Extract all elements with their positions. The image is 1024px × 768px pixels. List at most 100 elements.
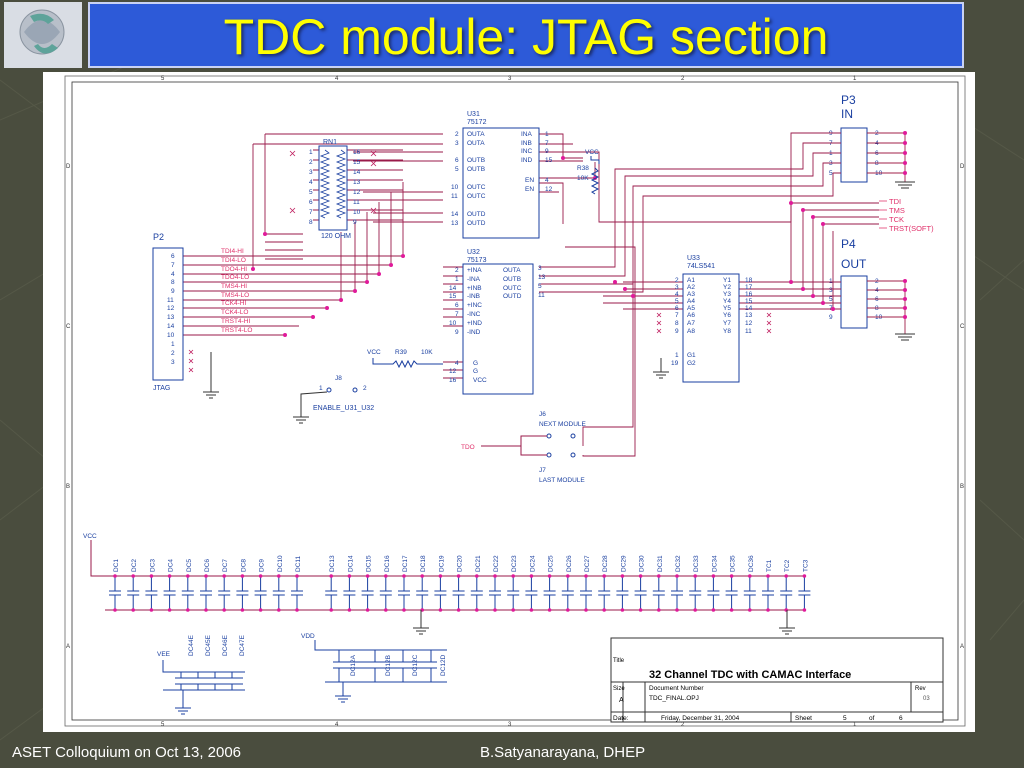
title-block-title-label: Title xyxy=(613,658,625,664)
u33-pin-label: A5 xyxy=(687,305,695,312)
dc-junction-dot xyxy=(222,608,226,612)
rn1-pin: 10 xyxy=(353,209,361,216)
rn1-zigzag-icon xyxy=(319,149,331,219)
u33-pin: 1 xyxy=(675,352,679,359)
dc-junction-dot xyxy=(547,608,552,612)
dc-cap-label: DC23 xyxy=(511,555,518,572)
vdd-cap-label: DC12A xyxy=(350,654,357,676)
slide-title-bar: TDC module: JTAG section xyxy=(88,2,964,68)
footer-event-text: ASET Colloquium on Oct 13, 2006 xyxy=(12,744,242,761)
dc-junction-dot xyxy=(693,608,697,612)
rn1-pin: 3 xyxy=(309,169,313,176)
title-block-title: 32 Channel TDC with CAMAC Interface xyxy=(649,669,851,681)
vee-label: VEE xyxy=(157,651,171,658)
dc-cap-label: DC1 xyxy=(113,559,120,572)
u32-pin-label: +INB xyxy=(467,285,482,292)
p2-pin: 2 xyxy=(171,350,175,357)
u33-pin: 9 xyxy=(675,328,679,335)
p2-pin: 12 xyxy=(167,305,175,312)
p4-pin-left: 9 xyxy=(829,314,833,321)
u31-pin-label: IND xyxy=(521,157,533,164)
u33-buffer-chip: U33 74LS541 2 3 4 5 6 7 8 9 1 19 A1 A2 A… xyxy=(653,255,772,383)
j8-label: ENABLE_U31_U32 xyxy=(313,405,374,412)
p2-signal: TMS4-LO xyxy=(221,292,249,299)
dc-capacitor-icon xyxy=(762,576,774,610)
dc-junction-dot xyxy=(566,574,570,578)
u32-pin-label: -INA xyxy=(467,276,481,283)
col-mark-top-4: 2 xyxy=(681,76,685,82)
u31-pin-label: INC xyxy=(521,148,533,155)
u32-pin: 12 xyxy=(449,368,457,375)
dc-junction-dot xyxy=(258,608,263,612)
dc-junction-dot xyxy=(295,574,299,578)
rn1-pin: 15 xyxy=(353,159,361,166)
p4-pin-right: 4 xyxy=(875,287,879,294)
u33-pin: 12 xyxy=(745,320,753,327)
vdd-cap-label: DC12D xyxy=(440,654,447,676)
j7-label: LAST MODULE xyxy=(539,477,585,484)
dc-junction-dot xyxy=(511,574,515,578)
u32-pin-label: -INB xyxy=(467,293,480,300)
dc-junction-dot xyxy=(475,608,479,612)
title-block-size: A xyxy=(619,697,624,704)
p2-pin: 9 xyxy=(171,288,175,295)
dc-junction-dot xyxy=(167,574,172,578)
u32-pin-label: VCC xyxy=(473,377,487,384)
title-block-docnum: TDC_FINAL.OPJ xyxy=(649,695,699,702)
r38-resistor-icon xyxy=(590,167,600,195)
vdd-capacitor-bank: VDD DC12A DC12B DC12C DC12D xyxy=(301,633,447,703)
vee-cap-label: DC45E xyxy=(205,634,212,656)
p3-pin-right: 6 xyxy=(875,150,879,157)
jtag-schematic-diagram: 5 4 3 2 1 5 4 3 2 1 D C B A D C B A P3 I… xyxy=(64,75,966,728)
u31-pin: 1 xyxy=(545,131,549,138)
dc-cap-label: DC33 xyxy=(693,555,700,572)
col-mark-bottom-5: 1 xyxy=(853,722,857,728)
u31-ref: U31 xyxy=(467,111,480,118)
schematic-title-block: Title 32 Channel TDC with CAMAC Interfac… xyxy=(610,637,944,723)
dc-junction-dot xyxy=(438,608,443,612)
dc-junction-dot xyxy=(277,574,281,578)
r38-pullup: VCC R38 10K xyxy=(577,149,600,195)
u33-pin-label: A8 xyxy=(687,328,695,335)
p3-pin-right: 8 xyxy=(875,160,879,167)
dc-capacitor-icon xyxy=(325,576,338,610)
slide-title: TDC module: JTAG section xyxy=(223,9,829,65)
p2-signal: TRST4-LO xyxy=(221,327,252,334)
frame-outer xyxy=(64,75,966,727)
title-block-docnum-label: Document Number xyxy=(649,685,704,692)
dc-capacitor-icon xyxy=(379,576,392,610)
dc-junction-dot xyxy=(277,608,281,612)
p2-jtag-connector: P2 6 7 4 8 9 11 12 13 14 10 1 2 3 JTAG T… xyxy=(152,232,252,399)
u33-body xyxy=(682,273,740,383)
rn1-value: 120 OHM xyxy=(321,233,351,240)
dc-junction-dot xyxy=(493,574,497,578)
p2-signal: TRST4-HI xyxy=(221,318,250,325)
u33-pin: 2 xyxy=(675,277,679,284)
dc-capacitor-icon xyxy=(543,576,556,610)
dc-junction-dot xyxy=(149,608,154,612)
row-mark-left-3: B xyxy=(66,484,70,490)
dc-capacitor-icon xyxy=(109,576,121,610)
u33-pin-label: A2 xyxy=(687,284,695,291)
dc-junction-dot xyxy=(493,608,497,612)
rn1-pin: 16 xyxy=(353,149,361,156)
dc-capacitor-icon xyxy=(725,576,738,610)
dc-cap-label: DC14 xyxy=(347,555,354,572)
dc-junction-dot xyxy=(602,574,606,578)
u33-pin-label: Y6 xyxy=(723,312,731,319)
signal-tms: TMS xyxy=(889,206,905,215)
dc-junction-dot xyxy=(384,574,388,578)
col-mark-bottom-1: 5 xyxy=(161,722,165,728)
dc-junction-dot xyxy=(657,574,661,578)
dc-junction-dot xyxy=(638,608,643,612)
dc-cap-label: DC20 xyxy=(457,555,464,572)
dc-junction-dot xyxy=(511,608,515,612)
p3-ref: P3 xyxy=(841,93,856,107)
u32-pin-label: OUTC xyxy=(503,285,522,292)
dc-junction-dot xyxy=(295,608,299,612)
rn1-no-connect-marks xyxy=(289,150,377,214)
dc-cap-label: TC3 xyxy=(802,559,809,572)
u32-pin: 1 xyxy=(455,276,459,283)
r39-vcc-label: VCC xyxy=(367,349,381,356)
dc-cap-label: DC3 xyxy=(149,559,156,572)
